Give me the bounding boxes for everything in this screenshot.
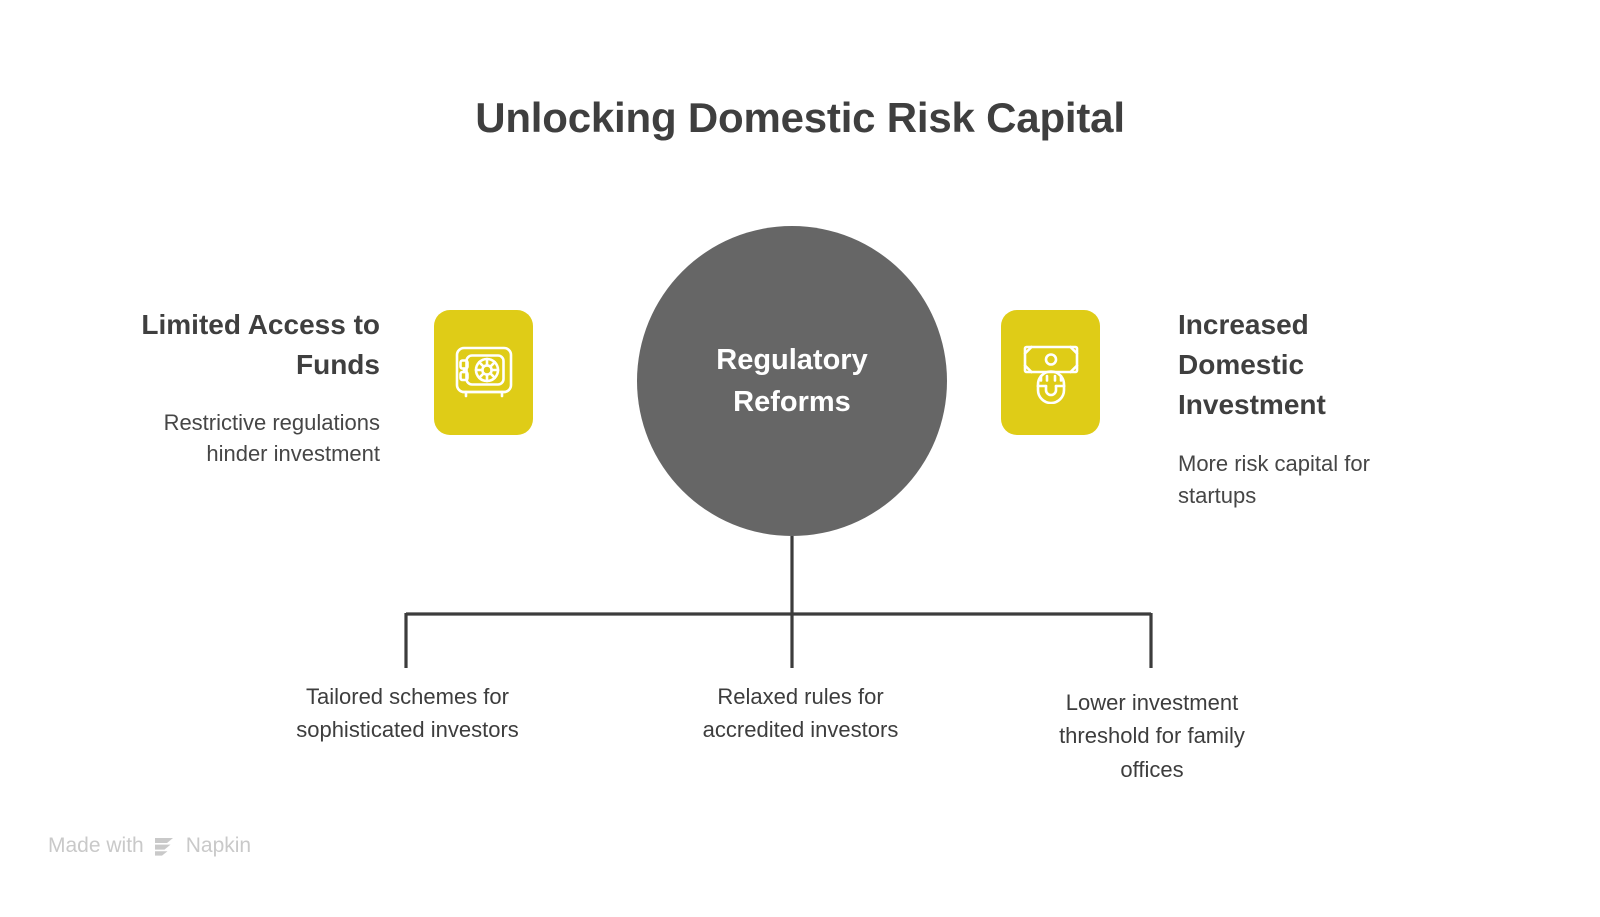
leaf-label-2-line1: Relaxed rules for: [717, 684, 884, 709]
left-branch-body-line1: Restrictive regulations: [163, 409, 380, 435]
leaf-label-1-line1: Tailored schemes for: [306, 684, 509, 709]
hub-label-line2: Reforms: [733, 386, 851, 418]
right-branch-body-line2: startups: [1178, 483, 1257, 509]
page-title: Unlocking Domestic Risk Capital: [475, 94, 1125, 141]
right-branch-body-line1: More risk capital for: [1178, 451, 1370, 477]
leaf-label-1: Tailored schemes for sophisticated inves…: [250, 680, 565, 747]
right-branch-body: More risk capital for startups: [1178, 448, 1508, 512]
hub-circle[interactable]: Regulatory Reforms: [637, 226, 947, 536]
leaf-label-2: Relaxed rules for accredited investors: [648, 680, 953, 747]
leaf-label-2-line2: accredited investors: [702, 717, 899, 743]
napkin-logo-icon: [154, 838, 173, 856]
right-branch-heading: Increased Domestic Investment: [1178, 305, 1508, 424]
right-branch-heading-line3: Investment: [1178, 388, 1326, 420]
napkin-watermark[interactable]: Made with Napkin: [48, 834, 251, 858]
safe-vault-icon: [455, 346, 512, 397]
safe-vault-icon-tile[interactable]: [434, 310, 533, 435]
right-branch-heading-line2: Domestic: [1178, 348, 1305, 380]
right-branch-block: Increased Domestic Investment More risk …: [1178, 305, 1508, 512]
left-branch-body-line2: hinder investment: [206, 441, 380, 467]
leaf-label-3: Lower investment threshold for family of…: [1028, 686, 1276, 786]
made-with-label: Made with: [48, 834, 144, 857]
left-branch-block: Limited Access to Funds Restrictive regu…: [60, 305, 380, 470]
hub-label-line1: Regulatory: [716, 343, 868, 376]
right-branch-heading-line1: Increased: [1178, 309, 1309, 340]
left-branch-heading-line2: Funds: [296, 348, 380, 380]
leaf-label-3-line1: Lower investment: [1065, 690, 1239, 715]
left-branch-body: Restrictive regulations hinder investmen…: [60, 407, 380, 471]
leaf-label-1-line2: sophisticated investors: [296, 717, 519, 743]
hub-label: Regulatory Reforms: [672, 339, 912, 423]
left-branch-heading: Limited Access to Funds: [60, 305, 380, 385]
napkin-brand-label: Napkin: [185, 834, 252, 857]
money-magnet-icon-tile[interactable]: [1001, 310, 1100, 435]
left-branch-heading-line1: Limited Access to: [141, 309, 380, 340]
leaf-label-3-line3: offices: [1120, 756, 1184, 782]
leaf-label-3-line2: threshold for family: [1059, 723, 1245, 749]
money-magnet-icon: [1023, 345, 1078, 404]
